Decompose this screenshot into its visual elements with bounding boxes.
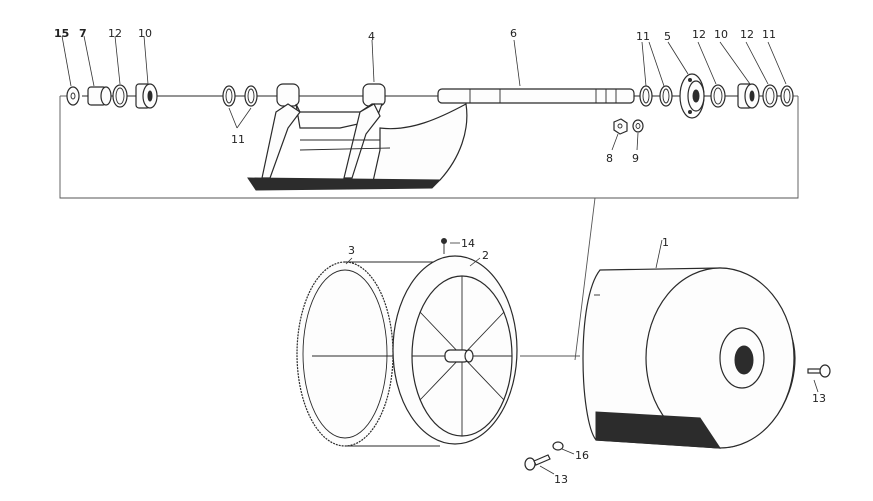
callout-1: 1 — [662, 236, 669, 249]
callout-11-right: 11 — [636, 30, 650, 43]
callout-13-right: 13 — [812, 392, 826, 405]
callout-10-right: 10 — [714, 28, 728, 41]
bearing-part-10-right — [737, 83, 760, 109]
washer-part-15 — [66, 86, 80, 106]
callout-3: 3 — [348, 244, 355, 257]
callout-7: 7 — [79, 27, 87, 40]
washer-part-9 — [632, 119, 644, 133]
callout-6: 6 — [510, 27, 517, 40]
callout-16: 16 — [575, 449, 589, 462]
callout-11-left: 11 — [231, 133, 245, 146]
callout-12-outer: 12 — [740, 28, 754, 41]
washer-part-16 — [552, 441, 564, 451]
callout-12: 12 — [108, 27, 122, 40]
circlip-part-11-outer — [780, 85, 794, 107]
circlip-part-12-right — [710, 84, 726, 108]
circlip-part-12-left — [112, 84, 128, 108]
leader-lines — [61, 35, 819, 475]
screw-part-14 — [441, 238, 447, 254]
bolt-part-13-right — [807, 364, 831, 378]
circlip-pair-11-right — [639, 85, 673, 107]
circlip-pair-11 — [222, 85, 258, 107]
cradle-frame — [247, 83, 468, 191]
callout-12-right: 12 — [692, 28, 706, 41]
callout-labels: 15 7 12 10 4 6 11 5 12 10 12 11 11 8 9 1… — [54, 27, 826, 486]
bearing-part-10-left — [135, 83, 158, 109]
callout-8: 8 — [606, 152, 613, 165]
drum-part-1 — [582, 267, 796, 449]
callout-10: 10 — [138, 27, 152, 40]
brush-ring-part-3 — [296, 261, 440, 447]
callout-5: 5 — [664, 30, 671, 43]
callout-9: 9 — [632, 152, 639, 165]
assembly-frame — [59, 95, 799, 361]
callout-15: 15 — [54, 27, 69, 40]
callout-2: 2 — [482, 249, 489, 262]
bushing-part-7 — [87, 86, 112, 106]
nut-part-8 — [613, 118, 628, 135]
bolt-part-13-lower — [524, 454, 551, 471]
circlip-part-12-outer — [762, 84, 778, 108]
spoked-wheel-part-2 — [392, 255, 518, 445]
callout-13-lower: 13 — [554, 473, 568, 486]
callout-14: 14 — [461, 237, 475, 250]
callout-4: 4 — [368, 30, 375, 43]
shaft-part-6 — [437, 88, 635, 104]
callout-11-outer: 11 — [762, 28, 776, 41]
flange-part-5 — [679, 73, 705, 119]
